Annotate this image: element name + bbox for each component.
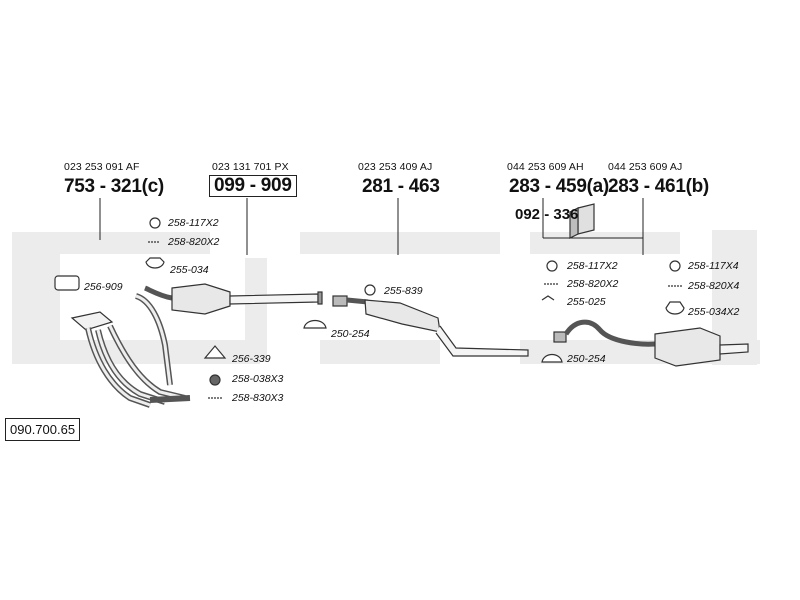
fitting-label: 258-830X3	[232, 392, 284, 404]
bracket-icon	[541, 295, 555, 301]
fitting-label: 258-820X2	[567, 278, 619, 290]
part-number: 099 - 909	[209, 175, 297, 197]
fitting-label: 258-117X2	[567, 260, 618, 272]
oem-number: 023 253 091 AF	[64, 161, 140, 173]
part-number: 753 - 321(c)	[64, 176, 164, 197]
fitting-label: 258-820X2	[168, 236, 220, 248]
clamp-icon	[541, 353, 563, 363]
fitting-label: 250-254	[331, 328, 370, 340]
downpipe-753-321	[70, 293, 191, 408]
fitting-label: 258-038X3	[232, 373, 284, 385]
diagram-reference-number: 090.700.65	[5, 418, 81, 441]
nut-icon	[209, 374, 221, 386]
fitting-label: 255-034X2	[688, 306, 740, 318]
fitting-label: 258-820X4	[688, 280, 740, 292]
rear-silencer-283-459	[553, 319, 749, 367]
fitting-label: 255-025	[567, 296, 606, 308]
oem-number: 023 131 701 PX	[212, 161, 289, 173]
oem-number: 023 253 409 AJ	[358, 161, 433, 173]
fitting-label: 258-117X4	[688, 260, 739, 272]
ring-icon	[546, 260, 558, 272]
oem-number: 044 253 609 AJ	[608, 161, 683, 173]
fitting-label: 250-254	[567, 353, 606, 365]
part-number: 283 - 459(a)	[509, 176, 609, 197]
catalyst-099-909	[144, 283, 323, 315]
clamp-icon	[145, 257, 165, 269]
ring-icon	[364, 284, 376, 296]
fitting-label: 258-117X2	[168, 217, 219, 229]
flange-gasket-icon	[203, 345, 227, 359]
box-092-336	[569, 203, 595, 239]
fitting-label: 255-034	[170, 264, 209, 276]
gasket-icon	[54, 275, 80, 291]
part-number: 283 - 461(b)	[608, 176, 709, 197]
part-number: 092 - 336	[515, 206, 579, 223]
part-number: 281 - 463	[362, 176, 440, 197]
clamp-icon	[303, 319, 327, 329]
fitting-label: 256-909	[84, 281, 123, 293]
middle-silencer-281-463	[332, 295, 529, 357]
ring-icon	[149, 217, 161, 229]
ring-icon	[669, 260, 681, 272]
fitting-label: 255-839	[384, 285, 423, 297]
oem-number: 044 253 609 AH	[507, 161, 584, 173]
fitting-label: 256-339	[232, 353, 271, 365]
clamp-icon	[665, 301, 685, 315]
